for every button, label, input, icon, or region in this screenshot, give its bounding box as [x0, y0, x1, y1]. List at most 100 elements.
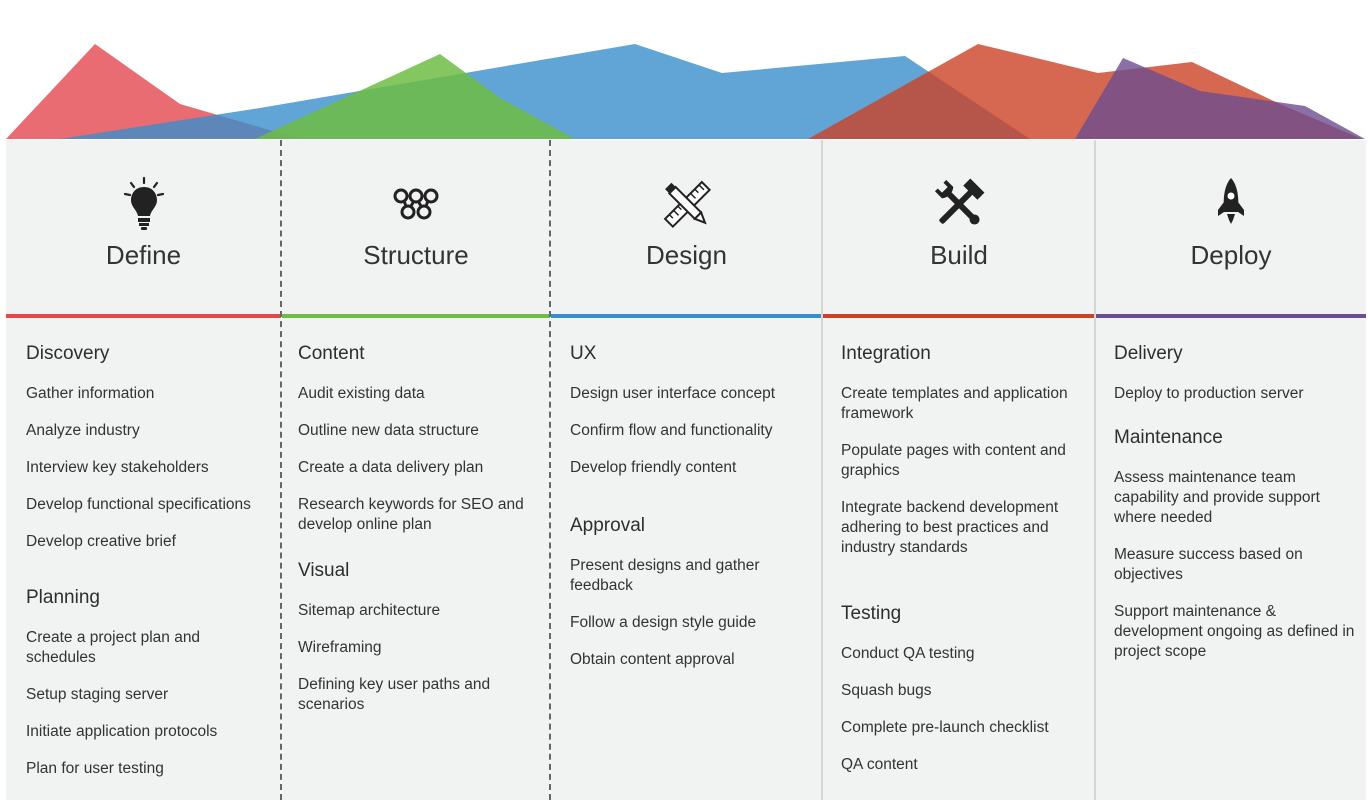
mountain-peaks-graphic — [6, 44, 1365, 139]
peak-deploy — [1075, 58, 1365, 139]
column-define: Define Discovery Gather information Anal… — [6, 140, 281, 800]
list-item: Squash bugs — [841, 682, 932, 699]
section-heading: Integration — [841, 343, 931, 364]
section-heading: Maintenance — [1114, 427, 1223, 448]
column-header: Define — [6, 140, 281, 314]
task-list: Audit existing data Outline new data str… — [298, 384, 540, 535]
list-item: Confirm flow and functionality — [570, 422, 773, 439]
column-header: Structure — [282, 140, 550, 314]
hammer-wrench-icon — [927, 176, 991, 232]
column-body: Delivery Deploy to production server Mai… — [1114, 342, 1360, 684]
section-heading: Testing — [841, 603, 902, 624]
column-design: Design UX Design user interface concept … — [551, 140, 822, 800]
column-body: Integration Create templates and applica… — [841, 342, 1083, 797]
list-item: Wireframing — [298, 639, 382, 656]
column-title-define: Define — [105, 240, 182, 270]
column-body: Content Audit existing data Outline new … — [298, 342, 540, 737]
list-item: Populate pages with content and graphics — [841, 442, 1066, 479]
column-header: Design — [551, 140, 822, 314]
section-ux: UX Design user interface concept Confirm… — [570, 342, 812, 478]
list-item: Develop creative brief — [26, 533, 176, 550]
pencil-ruler-icon — [655, 176, 719, 232]
section-heading: UX — [570, 343, 597, 364]
list-item: Assess maintenance team capability and p… — [1114, 469, 1320, 526]
column-deploy: Deploy Delivery Deploy to production ser… — [1096, 140, 1366, 800]
section-planning: Planning Create a project plan and sched… — [26, 586, 273, 779]
peak-structure — [255, 54, 575, 139]
list-item: Support maintenance & development ongoin… — [1114, 603, 1355, 660]
list-item: Outline new data structure — [298, 422, 479, 439]
column-divider — [549, 140, 551, 800]
section-heading: Approval — [570, 515, 645, 536]
list-item: Gather information — [26, 385, 155, 402]
list-item: Interview key stakeholders — [26, 459, 209, 476]
task-list: Create a project plan and schedules Setu… — [26, 628, 273, 779]
accent-bar-define — [6, 314, 281, 318]
lightbulb-icon — [112, 176, 176, 232]
section-heading: Delivery — [1114, 343, 1183, 364]
section-heading: Discovery — [26, 343, 110, 364]
list-item: Follow a design style guide — [570, 614, 757, 631]
section-heading: Visual — [298, 560, 350, 581]
list-item: Integrate backend development adhering t… — [841, 499, 1059, 556]
list-item: Obtain content approval — [570, 651, 735, 668]
column-divider — [1094, 140, 1096, 800]
peak-design — [60, 44, 1030, 139]
list-item: Present designs and gather feedback — [570, 557, 760, 594]
list-item: Create templates and application framewo… — [841, 385, 1068, 422]
list-item: Setup staging server — [26, 686, 169, 703]
section-approval: Approval Present designs and gather feed… — [570, 514, 812, 670]
list-item: Initiate application protocols — [26, 723, 218, 740]
list-item: Develop functional specifications — [26, 496, 251, 513]
list-item: Complete pre-launch checklist — [841, 719, 1049, 736]
list-item: Defining key user paths and scenarios — [298, 676, 491, 713]
column-title-build: Build — [930, 240, 988, 270]
list-item: Design user interface concept — [570, 385, 776, 402]
accent-bar-deploy — [1096, 314, 1366, 318]
sitemap-nodes-icon — [384, 176, 448, 232]
column-title-design: Design — [646, 240, 727, 270]
section-heading: Content — [298, 343, 365, 364]
section-integration: Integration Create templates and applica… — [841, 342, 1083, 558]
task-list: Assess maintenance team capability and p… — [1114, 468, 1360, 662]
section-visual: Visual Sitemap architecture Wireframing … — [298, 559, 540, 715]
task-list: Present designs and gather feedback Foll… — [570, 556, 812, 670]
task-list: Gather information Analyze industry Inte… — [26, 384, 273, 552]
accent-bar-structure — [282, 314, 550, 318]
list-item: Analyze industry — [26, 422, 140, 439]
section-content: Content Audit existing data Outline new … — [298, 342, 540, 535]
section-discovery: Discovery Gather information Analyze ind… — [26, 342, 273, 552]
task-list: Create templates and application framewo… — [841, 384, 1083, 558]
list-item: Measure success based on objectives — [1114, 546, 1303, 583]
list-item: Audit existing data — [298, 385, 425, 402]
section-testing: Testing Conduct QA testing Squash bugs C… — [841, 602, 1083, 775]
task-list: Deploy to production server — [1114, 384, 1360, 404]
task-list: Conduct QA testing Squash bugs Complete … — [841, 644, 1083, 775]
list-item: QA content — [841, 756, 918, 773]
column-title-deploy: Deploy — [1190, 240, 1272, 270]
column-build: Build Integration Create templates and a… — [823, 140, 1095, 800]
column-structure: Structure Content Audit existing data Ou… — [282, 140, 550, 800]
column-divider — [280, 140, 282, 800]
list-item: Research keywords for SEO and develop on… — [298, 496, 524, 533]
list-item: Sitemap architecture — [298, 602, 441, 619]
list-item: Develop friendly content — [570, 459, 737, 476]
column-header: Deploy — [1096, 140, 1366, 314]
column-body: Discovery Gather information Analyze ind… — [26, 342, 273, 800]
accent-bar-design — [551, 314, 822, 318]
peak-define — [6, 44, 300, 139]
accent-bar-build — [823, 314, 1095, 318]
column-title-structure: Structure — [363, 240, 469, 270]
section-maintenance: Maintenance Assess maintenance team capa… — [1114, 426, 1360, 662]
task-list: Sitemap architecture Wireframing Definin… — [298, 601, 540, 715]
task-list: Design user interface concept Confirm fl… — [570, 384, 812, 478]
rocket-icon — [1199, 176, 1263, 232]
column-header: Build — [823, 140, 1095, 314]
column-divider — [821, 140, 823, 800]
list-item: Plan for user testing — [26, 760, 164, 777]
section-delivery: Delivery Deploy to production server — [1114, 342, 1360, 404]
list-item: Deploy to production server — [1114, 385, 1304, 402]
section-heading: Planning — [26, 587, 100, 608]
list-item: Conduct QA testing — [841, 645, 975, 662]
